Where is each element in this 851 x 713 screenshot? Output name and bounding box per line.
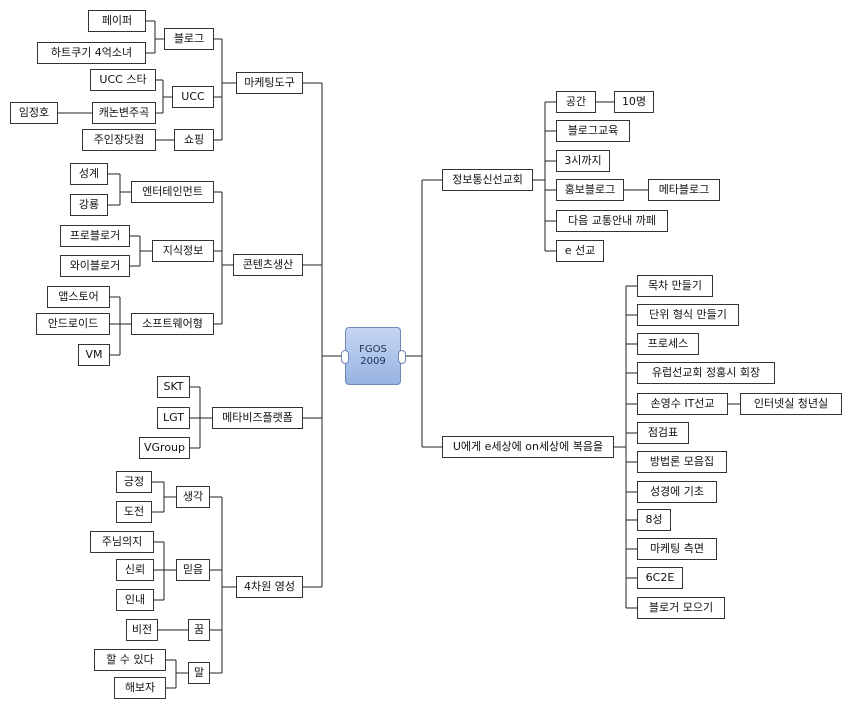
node-6c2e[interactable]: 6C2E [637,567,683,589]
node-bible-based[interactable]: 성경에 기초 [637,481,717,503]
node-y-blogger[interactable]: 와이블로거 [60,255,130,277]
node-challenge[interactable]: 도전 [116,501,152,523]
node-8-sung[interactable]: 8성 [637,509,671,531]
node-marketing-aspect[interactable]: 마케팅 측면 [637,538,717,560]
node-ucc[interactable]: UCC [172,86,214,108]
node-lgt[interactable]: LGT [157,407,190,429]
node-android[interactable]: 안드로이드 [36,313,110,335]
node-gospel-to-u[interactable]: U에게 e세상에 on세상에 복음을 [442,436,614,458]
node-space[interactable]: 공간 [556,91,596,113]
node-meta-biz-platform[interactable]: 메타비즈플랫폼 [212,407,303,429]
node-app-store[interactable]: 앱스토어 [47,286,110,308]
node-marketing-tools[interactable]: 마케팅도구 [236,72,303,94]
node-blog[interactable]: 블로그 [164,28,214,50]
node-blog-education[interactable]: 블로그교육 [556,120,630,142]
node-seonggye[interactable]: 성계 [70,163,108,185]
node-lim-jeongho[interactable]: 임정호 [10,102,58,124]
node-unit-format[interactable]: 단위 형식 만들기 [637,304,739,326]
center-line-2: 2009 [360,356,386,367]
node-software-type[interactable]: 소프트웨어형 [131,313,214,335]
node-reliance-on-lord[interactable]: 주님의지 [90,531,154,553]
node-paper[interactable]: 페이퍼 [88,10,146,32]
right-connector-handle[interactable] [398,350,406,364]
node-ict-mission-society[interactable]: 정보통신선교회 [442,169,533,191]
center-line-1: FGOS [359,344,387,355]
node-ten-people[interactable]: 10명 [614,91,654,113]
node-gangryong[interactable]: 강룡 [70,194,108,216]
node-shopping[interactable]: 쇼핑 [174,129,214,151]
node-4d-spirituality[interactable]: 4차원 영성 [236,576,303,598]
node-until-3pm[interactable]: 3시까지 [556,150,610,172]
node-promo-blog[interactable]: 홍보블로그 [556,179,624,201]
node-process[interactable]: 프로세스 [637,333,699,355]
center-node-fgos-2009[interactable]: FGOS 2009 [345,327,401,385]
node-internet-youth-room[interactable]: 인터넷실 청년실 [740,393,842,415]
node-ucc-star[interactable]: UCC 스타 [90,69,156,91]
node-canon-variations[interactable]: 캐논변주곡 [92,102,156,124]
node-entertainment[interactable]: 엔터테인먼트 [131,181,214,203]
node-vm[interactable]: VM [78,344,110,366]
node-checklist[interactable]: 점검표 [637,422,689,444]
node-words[interactable]: 말 [188,662,210,684]
node-heart-cookie[interactable]: 하트쿠기 4억소녀 [37,42,146,64]
node-methodology[interactable]: 방법론 모음집 [637,451,727,473]
node-faith[interactable]: 믿음 [176,559,210,581]
node-lets-try[interactable]: 해보자 [114,677,166,699]
node-can-do[interactable]: 할 수 있다 [94,649,166,671]
node-son-youngsoo-it-mission[interactable]: 손영수 IT선교 [637,393,728,415]
node-knowledge-info[interactable]: 지식정보 [152,240,214,262]
node-positive[interactable]: 긍정 [116,471,152,493]
node-thought[interactable]: 생각 [176,486,210,508]
node-vision[interactable]: 비전 [126,619,158,641]
node-patience[interactable]: 인내 [116,589,154,611]
left-connector-handle[interactable] [341,350,349,364]
node-skt[interactable]: SKT [157,376,190,398]
node-dream[interactable]: 꿈 [188,619,210,641]
node-europe-mission-president[interactable]: 유럽선교회 정홍시 회장 [637,362,775,384]
node-content-production[interactable]: 콘텐츠생산 [233,254,303,276]
node-e-mission[interactable]: e 선교 [556,240,604,262]
node-vgroup[interactable]: VGroup [139,437,190,459]
node-make-toc[interactable]: 목차 만들기 [637,275,713,297]
node-trust[interactable]: 신뢰 [116,559,154,581]
node-meta-blog[interactable]: 메타블로그 [648,179,720,201]
node-gather-bloggers[interactable]: 블로거 모으기 [637,597,725,619]
node-pro-blogger[interactable]: 프로블로거 [60,225,130,247]
node-store-owner[interactable]: 주인장닷컴 [82,129,156,151]
node-daum-traffic-cafe[interactable]: 다음 교통안내 까페 [556,210,668,232]
